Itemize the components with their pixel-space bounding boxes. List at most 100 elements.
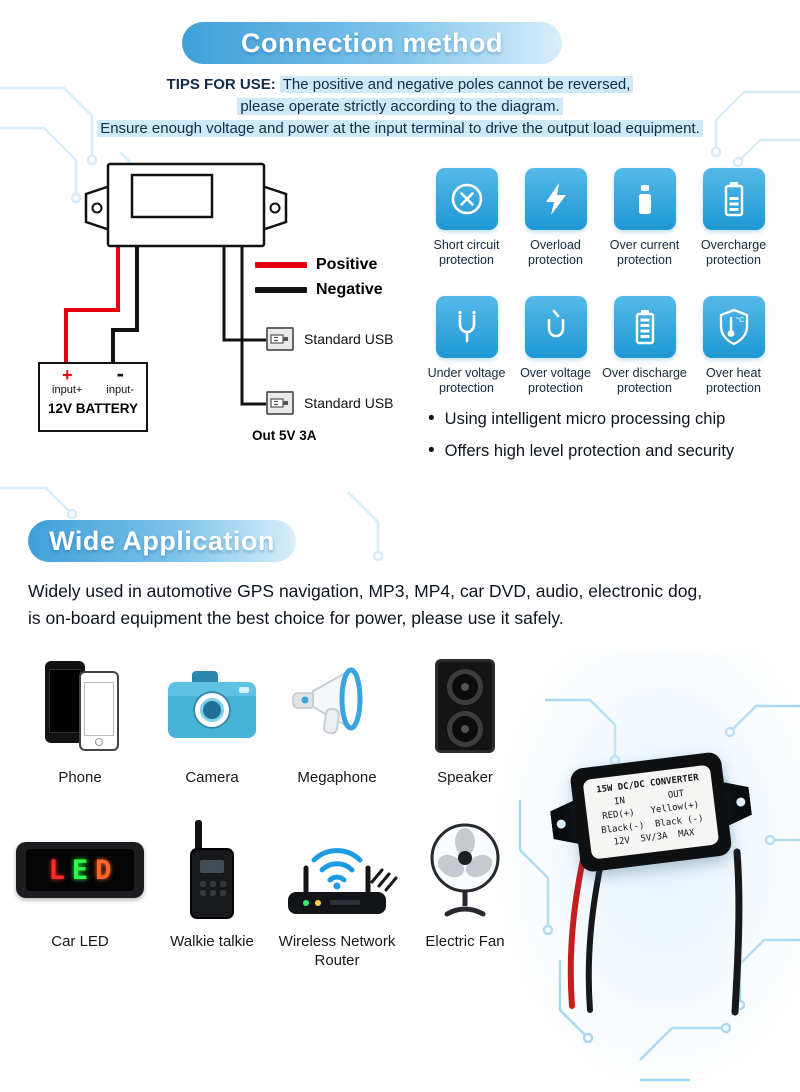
app-label: Walkie talkie bbox=[170, 933, 254, 950]
protection-label: Short circuit protection bbox=[433, 238, 500, 267]
app-item-speaker: Speaker bbox=[400, 652, 530, 787]
battery-12v: + - input+ input- 12V BATTERY bbox=[38, 362, 148, 432]
converter-tab-right bbox=[260, 184, 288, 232]
app-item-fan: Electric Fan bbox=[400, 816, 530, 951]
protection-overcharge: Overcharge protection bbox=[689, 168, 778, 268]
bullet-dot: • bbox=[428, 408, 435, 429]
app-label: Speaker bbox=[437, 769, 493, 786]
usb-plug-icon bbox=[270, 398, 288, 408]
protection-label: Over voltage protection bbox=[520, 366, 591, 395]
app-item-walkie-talkie: Walkie talkie bbox=[147, 816, 277, 951]
tips-text-2: please operate strictly according to the… bbox=[237, 98, 563, 115]
app-label: Electric Fan bbox=[425, 933, 505, 950]
degc-glyph: °C bbox=[736, 315, 745, 324]
app-item-phone: Phone bbox=[15, 652, 145, 787]
positive-wire bbox=[64, 246, 120, 362]
short-circuit-protection-icon bbox=[435, 168, 498, 230]
section-title-application: Wide Application bbox=[28, 520, 296, 562]
tips-text-1: The positive and negative poles cannot b… bbox=[279, 76, 634, 93]
app-item-router: Wireless Network Router bbox=[272, 816, 402, 970]
led-letter: D bbox=[95, 854, 112, 886]
tips-line-2: please operate strictly according to the… bbox=[0, 96, 800, 118]
protection-overload: Overload protection bbox=[511, 168, 600, 268]
tips-label: TIPS FOR USE: bbox=[166, 76, 276, 93]
protection-under-voltage: Under voltage protection bbox=[422, 296, 511, 396]
battery-plus-terminal: + bbox=[62, 365, 73, 385]
legend-positive-row: Positive bbox=[255, 256, 383, 274]
under-voltage-protection-icon bbox=[435, 296, 498, 358]
usb-label-2: Standard USB bbox=[304, 395, 394, 411]
tips-line-1: TIPS FOR USE:The positive and negative p… bbox=[0, 74, 800, 96]
walkie-talkie-icon bbox=[180, 816, 244, 924]
description-line-1: Widely used in automotive GPS navigation… bbox=[28, 581, 703, 601]
app-item-car-led: L E D Car LED bbox=[15, 816, 145, 951]
usb-label-1: Standard USB bbox=[304, 331, 394, 347]
legend-negative-row: Negative bbox=[255, 281, 383, 299]
converter-screen-drawing bbox=[130, 173, 214, 219]
battery-input-minus-label: input- bbox=[106, 384, 134, 396]
protection-label: Over discharge protection bbox=[602, 366, 687, 395]
app-label: Megaphone bbox=[297, 769, 377, 786]
usb-port-2 bbox=[266, 391, 294, 415]
converter-body-drawing bbox=[106, 162, 266, 248]
negative-wire-swatch bbox=[255, 287, 307, 293]
battery-input-labels: input+ input- bbox=[40, 384, 146, 396]
bullet-text: Using intelligent micro processing chip bbox=[444, 410, 726, 428]
bullet-item: • Using intelligent micro processing chi… bbox=[428, 408, 783, 430]
over-voltage-protection-icon bbox=[524, 296, 587, 358]
protection-over-discharge: Over discharge protection bbox=[600, 296, 689, 396]
app-item-camera: Camera bbox=[147, 652, 277, 787]
bullet-dot: • bbox=[428, 440, 435, 461]
app-label: Camera bbox=[185, 769, 239, 786]
converter-tab-left bbox=[84, 184, 112, 232]
protection-label: Under voltage protection bbox=[427, 366, 506, 395]
mount-hole bbox=[736, 797, 746, 807]
tips-block: TIPS FOR USE:The positive and negative p… bbox=[0, 74, 800, 140]
car-led-icon: L E D bbox=[16, 816, 144, 924]
battery-input-plus-label: input+ bbox=[52, 384, 83, 396]
feature-bullets: • Using intelligent micro processing chi… bbox=[428, 408, 783, 472]
usb-port-1 bbox=[266, 327, 294, 351]
protection-over-current: Over current protection bbox=[600, 168, 689, 268]
bullet-item: • Offers high level protection and secur… bbox=[428, 440, 783, 462]
megaphone-icon bbox=[291, 652, 383, 760]
bullet-text: Offers high level protection and securit… bbox=[444, 442, 735, 460]
over-current-protection-icon bbox=[613, 168, 676, 230]
protection-short-circuit: Short circuit protection bbox=[422, 168, 511, 268]
protection-grid: Short circuit protection Overload protec… bbox=[422, 168, 778, 396]
output-spec-label: Out 5V 3A bbox=[252, 428, 317, 443]
app-label: Phone bbox=[58, 769, 102, 786]
led-letter: E bbox=[71, 854, 89, 886]
phone-icon bbox=[37, 652, 123, 760]
positive-wire-swatch bbox=[255, 262, 307, 268]
over-heat-protection-icon: °C bbox=[702, 296, 765, 358]
application-description: Widely used in automotive GPS navigation… bbox=[28, 578, 790, 632]
led-letter: L bbox=[48, 854, 65, 886]
tips-line-3: Ensure enough voltage and power at the i… bbox=[0, 118, 800, 140]
over-discharge-protection-icon bbox=[613, 296, 676, 358]
electric-fan-icon bbox=[413, 816, 518, 924]
tips-text-3: Ensure enough voltage and power at the i… bbox=[97, 120, 703, 137]
protection-label: Over current protection bbox=[609, 238, 680, 267]
mount-hole bbox=[556, 819, 566, 829]
wireless-router-icon bbox=[276, 816, 398, 924]
section-title-connection: Connection method bbox=[182, 22, 562, 64]
usb-plug-icon bbox=[270, 334, 288, 344]
protection-over-heat: °C Over heat protection bbox=[689, 296, 778, 396]
battery-terminals: + - bbox=[40, 363, 146, 385]
overload-protection-icon bbox=[524, 168, 587, 230]
converter-spec-label: 15W DC/DC CONVERTER IN OUT RED(+) Yellow… bbox=[582, 764, 720, 860]
battery-label: 12V BATTERY bbox=[47, 401, 139, 416]
wire-legend: Positive Negative bbox=[255, 256, 383, 306]
positive-label: Positive bbox=[316, 256, 378, 273]
converter-body: 15W DC/DC CONVERTER IN OUT RED(+) Yellow… bbox=[569, 751, 733, 873]
dc-converter-photo: 15W DC/DC CONVERTER IN OUT RED(+) Yellow… bbox=[545, 744, 759, 897]
protection-label: Overcharge protection bbox=[700, 238, 767, 267]
app-label: Wireless Network Router bbox=[278, 933, 396, 969]
description-line-2: is on-board equipment the best choice fo… bbox=[28, 608, 564, 628]
speaker-icon bbox=[435, 652, 495, 760]
protection-label: Overload protection bbox=[528, 238, 583, 267]
overcharge-protection-icon bbox=[702, 168, 765, 230]
negative-wire bbox=[111, 246, 139, 362]
app-label: Car LED bbox=[51, 933, 109, 950]
